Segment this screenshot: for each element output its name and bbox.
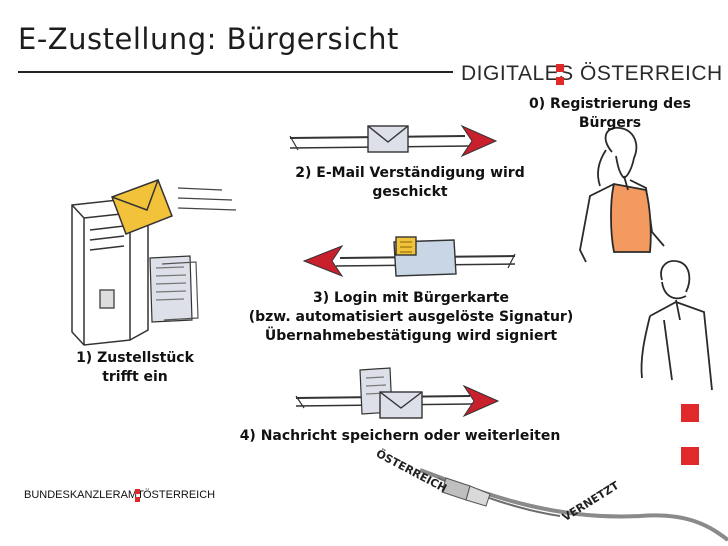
footer-square-top: [135, 489, 140, 494]
brand-square-top: [556, 64, 564, 72]
motion-lines: [177, 187, 237, 211]
man-figure-icon: [640, 260, 713, 391]
brand-word-1: DIGITALES: [461, 62, 574, 85]
title-rule: [18, 71, 453, 73]
brand-word-2: ÖSTERREICH: [580, 62, 723, 85]
envelope-icon: [111, 179, 173, 235]
footer-word-1: BUNDESKANZLERAMT: [24, 489, 144, 501]
usb-cable-icon: [419, 468, 728, 542]
footer-square-bottom: [135, 497, 140, 502]
label-step3-line2: (bzw. automatisiert ausgelöste Signatur): [248, 309, 574, 325]
label-step3-line3: Übernahmebestätigung wird signiert: [264, 328, 558, 344]
woman-figure-icon: [579, 126, 665, 263]
label-step3: 3) Login mit Bürgerkarte (bzw. automatis…: [222, 289, 600, 346]
label-step2: 2) E-Mail Verständigung wird geschickt: [295, 165, 525, 200]
footer-word-2: ÖSTERREICH: [143, 489, 216, 501]
chip-card-icon: [393, 236, 457, 277]
envelope-icon: [379, 391, 423, 419]
document-icon: [149, 255, 199, 323]
label-step4: 4) Nachricht speichern oder weiterleiten: [239, 428, 561, 444]
brand-square-bottom: [556, 77, 564, 85]
label-step1: 1) Zustellstück trifft ein: [76, 350, 194, 385]
red-square-bottom: [681, 447, 699, 465]
red-square-top: [681, 404, 699, 422]
envelope-icon: [367, 125, 409, 153]
server-icon: [71, 199, 149, 346]
label-step3-line1: 3) Login mit Bürgerkarte: [313, 290, 509, 306]
page-title: E-Zustellung: Bürgersicht: [18, 22, 399, 56]
label-step0: 0) Registrierung des Bürgers: [529, 96, 691, 131]
